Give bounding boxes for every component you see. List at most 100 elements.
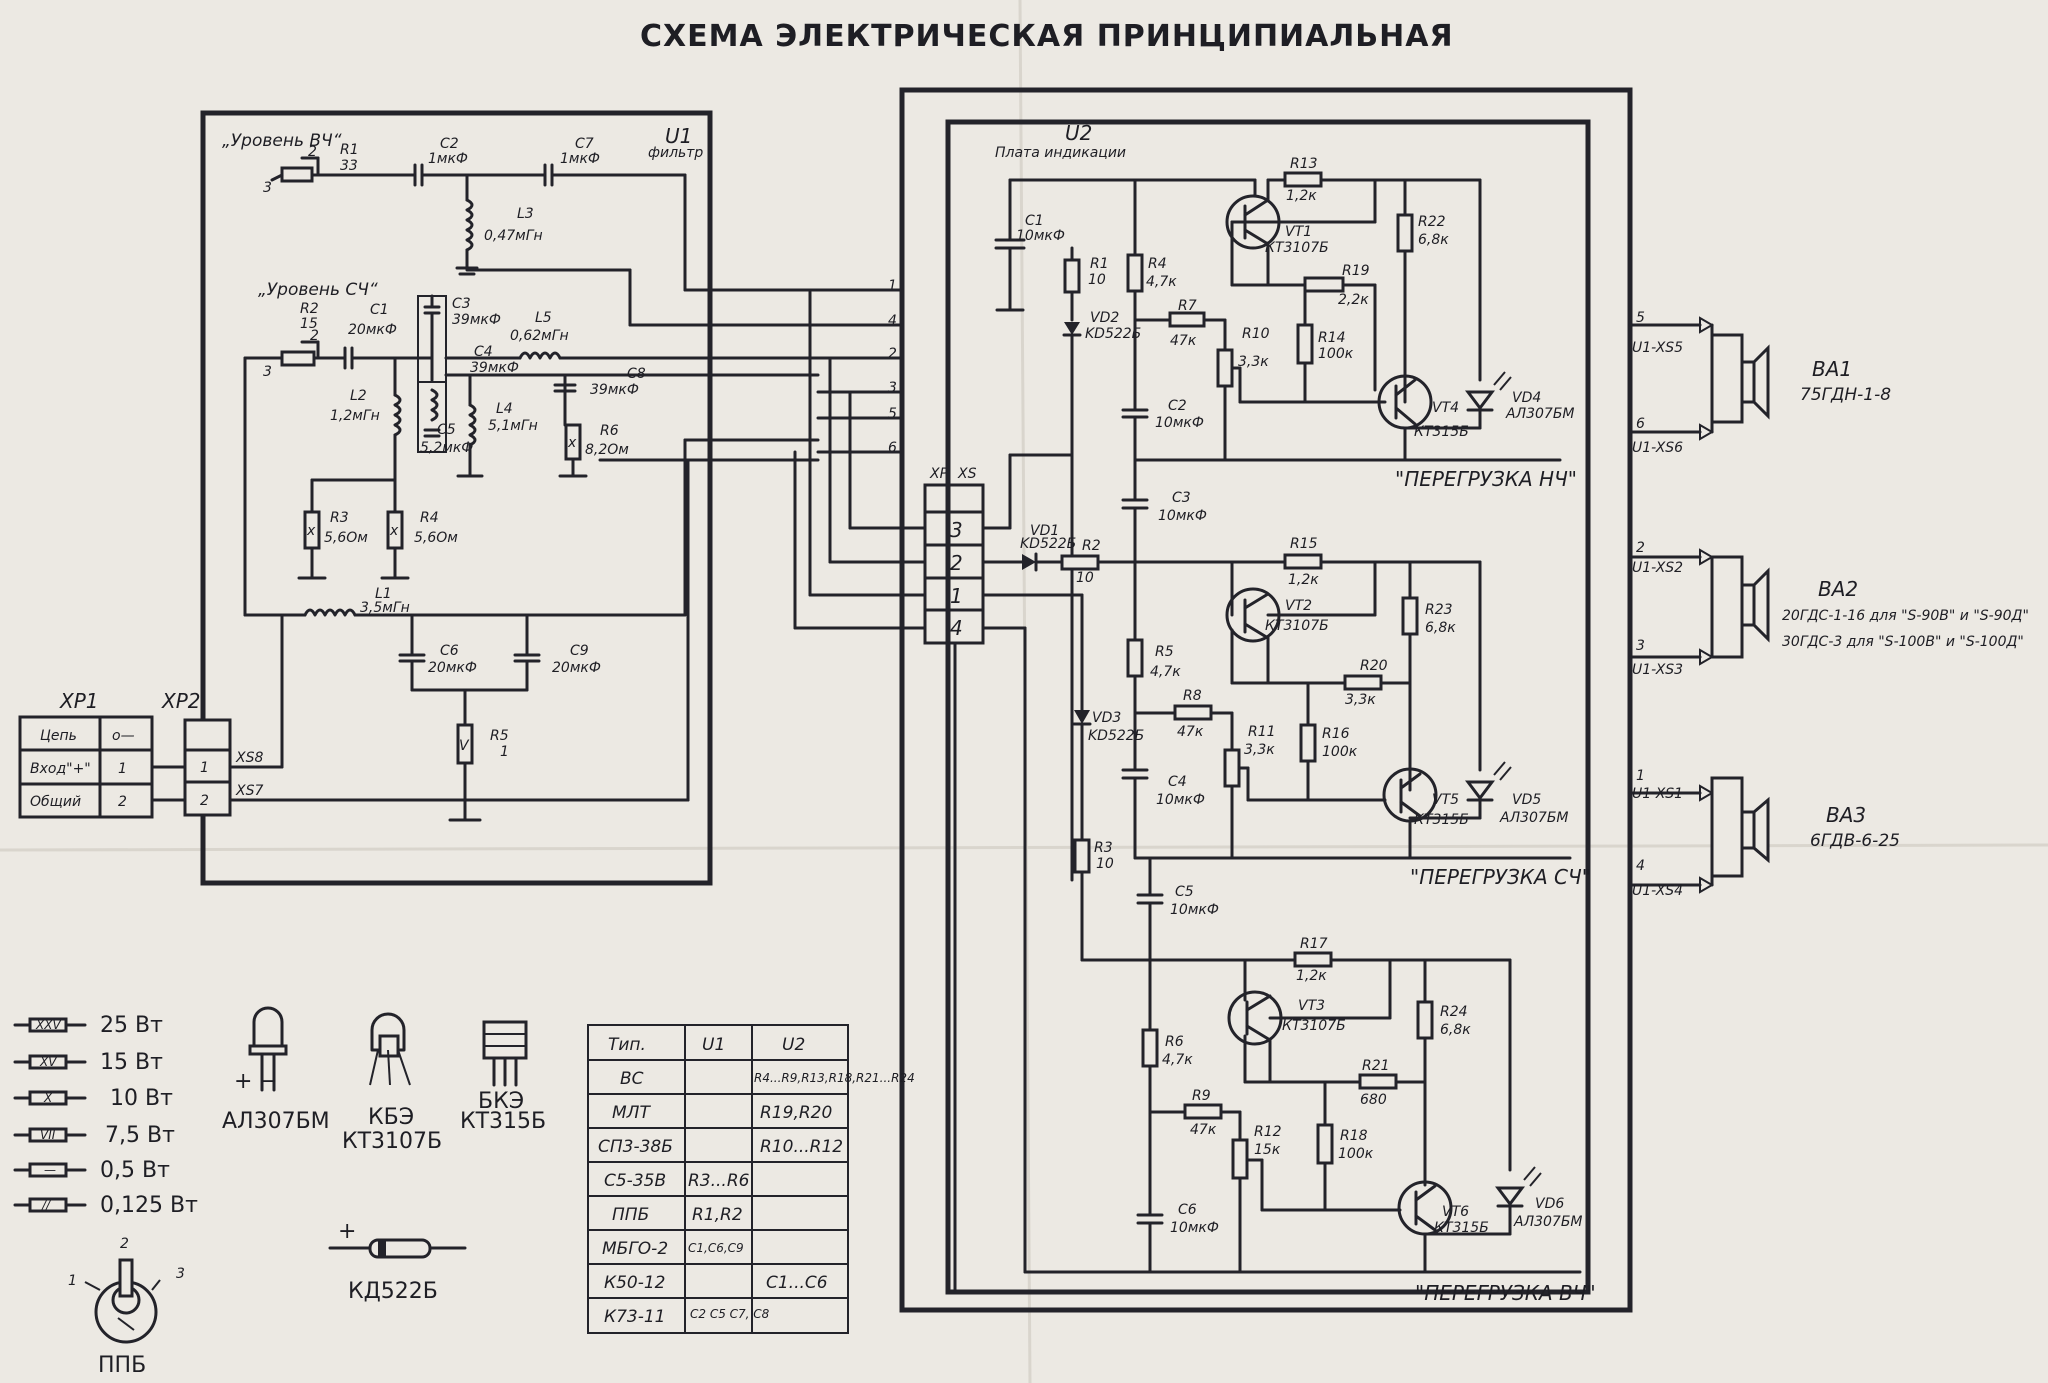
table-row-6-type: К50-12	[604, 1273, 665, 1293]
led-name: АЛ307БМ	[222, 1109, 330, 1134]
u1-filter-board	[200, 110, 713, 886]
c2-ref: C2	[440, 136, 459, 152]
vt6-ref: VT6	[1442, 1204, 1469, 1220]
xs-label: XS	[957, 466, 977, 482]
u2-r22	[1396, 213, 1414, 253]
table-header-u1: U1	[702, 1035, 725, 1055]
u2-r16-value: 100к	[1322, 744, 1358, 760]
ba2-speaker-icon	[1740, 583, 1756, 627]
u2-r14-value: 100к	[1318, 346, 1354, 362]
ba2-model: 20ГДС-1-16 для "S-90В" и "S-90Д"	[1782, 608, 2029, 624]
u2-r10	[1216, 348, 1234, 388]
table-row-7-u1: C2 C5 C7, C8	[690, 1307, 770, 1321]
u2-r10-ref: R10	[1242, 326, 1270, 342]
conn-pin-2: 2	[950, 551, 963, 575]
u1-pin-4: 4	[888, 313, 897, 329]
ba1-pin-b: 6	[1636, 416, 1645, 432]
kt3107-pins: КБЭ	[368, 1105, 414, 1130]
legend-sym-2: X	[43, 1091, 53, 1105]
l3-ref: L3	[517, 206, 534, 222]
ba1-xs-b: U1-XS6	[1632, 440, 1683, 456]
vd5-led	[1465, 780, 1495, 801]
kt3107-name: КТ3107Б	[342, 1129, 442, 1154]
u2-r6-ref: R6	[1165, 1034, 1184, 1050]
l5-ref: L5	[535, 310, 552, 326]
u2-r20-value: 3,3к	[1345, 692, 1376, 708]
table-row-1-u2: R19,R20	[760, 1103, 832, 1123]
ba3-xs-a: U1-XS1	[1632, 786, 1683, 802]
u2-r2-ref: R2	[1082, 538, 1101, 554]
u2-c4-ref: C4	[1168, 774, 1187, 790]
vt5-ref: VT5	[1432, 792, 1459, 808]
xp1-row3-label: Общий	[30, 794, 81, 810]
u2-r11	[1223, 748, 1241, 788]
ba2-cabinet	[1710, 555, 1744, 659]
led-package-icon	[248, 1006, 288, 1092]
xp2-pin-1: 1	[200, 760, 209, 776]
table-row-3-type: С5-35В	[604, 1171, 666, 1191]
vd4-ref: VD4	[1512, 390, 1541, 406]
u2-r3	[1073, 838, 1091, 874]
u2-r21	[1358, 1073, 1398, 1090]
label-overload-mf: "ПЕРЕГРУЗКА СЧ"	[1410, 865, 1591, 889]
c9-ref: C9	[570, 643, 589, 659]
vt3-transistor	[1227, 990, 1283, 1046]
vd4-led	[1465, 390, 1495, 411]
r3-ref: R3	[330, 510, 349, 526]
u2-r14-ref: R14	[1318, 330, 1346, 346]
ba3-speaker-icon	[1740, 810, 1756, 850]
pot-r1-pin2: 2	[308, 144, 317, 160]
table-row-6-u2: C1...C6	[766, 1273, 828, 1293]
kt3107-package-icon	[369, 1012, 411, 1086]
table-row-5-type: МБГО-2	[602, 1239, 668, 1259]
u2-c6-value: 10мкФ	[1170, 1220, 1219, 1236]
table-row-1-type: МЛТ	[612, 1103, 651, 1123]
r2-ref: R2	[300, 301, 319, 317]
u2-vd1-value: KD522Б	[1020, 536, 1076, 552]
case-box	[899, 87, 1633, 1313]
vt1-ref: VT1	[1285, 224, 1312, 240]
u2-r1-value: 10	[1088, 272, 1106, 288]
legend-sym-3: VII	[40, 1128, 56, 1142]
u2-name: U2	[1065, 121, 1092, 145]
l1-value: 3,5мГн	[360, 600, 410, 616]
u2-r8-ref: R8	[1183, 688, 1202, 704]
r4-value: 5,6Ом	[414, 530, 458, 546]
u2-vd3-value: KD522Б	[1088, 728, 1144, 744]
r1-value: 33	[340, 158, 358, 174]
xp2-label: XP2	[161, 689, 201, 713]
u2-vd1-ref: VD1	[1030, 523, 1059, 539]
c5-ref: C5	[437, 422, 456, 438]
ba3-model: 6ГДВ-6-25	[1810, 831, 1900, 851]
u1-pin-3: 3	[888, 380, 897, 396]
legend-label-0: 25 Вт	[100, 1013, 163, 1038]
ba1-ref: BA1	[1812, 357, 1852, 381]
u2-r21-ref: R21	[1362, 1058, 1390, 1074]
pot-r2-pin3: 3	[263, 364, 272, 380]
ba1-speaker-icon	[1740, 360, 1756, 404]
c3-ref: C3	[452, 296, 471, 312]
u2-vd2-value: KD522Б	[1085, 326, 1141, 342]
u2-r4-ref: R4	[1148, 256, 1167, 272]
u2-r13-value: 1,2к	[1286, 188, 1317, 204]
ba2-model-alt: 30ГДС-3 для "S-100В" и "S-100Д"	[1782, 634, 2024, 650]
l2-ref: L2	[350, 388, 367, 404]
led-pins: + −	[234, 1069, 278, 1094]
vt4-ref: VT4	[1432, 400, 1459, 416]
svg-text:x: x	[306, 523, 316, 539]
ba3-ref: BA3	[1826, 803, 1866, 827]
l4-value: 5,1мГн	[488, 418, 538, 434]
power-legend: XXV 25 Вт XV 15 Вт X 10 Вт VII 7,5 Вт — …	[13, 1013, 198, 1218]
u2-r8-value: 47к	[1177, 724, 1204, 740]
u2-r3-value: 10	[1096, 856, 1114, 872]
legend-sym-4: —	[44, 1163, 56, 1177]
c2-value: 1мкФ	[428, 151, 468, 167]
legend-label-2: 10 Вт	[110, 1086, 173, 1111]
ba2-xs-b: U1-XS3	[1632, 662, 1683, 678]
ba2-pin-a: 2	[1636, 540, 1645, 556]
r4-ref: R4	[420, 510, 439, 526]
svg-text:x: x	[389, 523, 399, 539]
pot-r1	[280, 166, 314, 183]
u2-r7-value: 47к	[1170, 333, 1197, 349]
